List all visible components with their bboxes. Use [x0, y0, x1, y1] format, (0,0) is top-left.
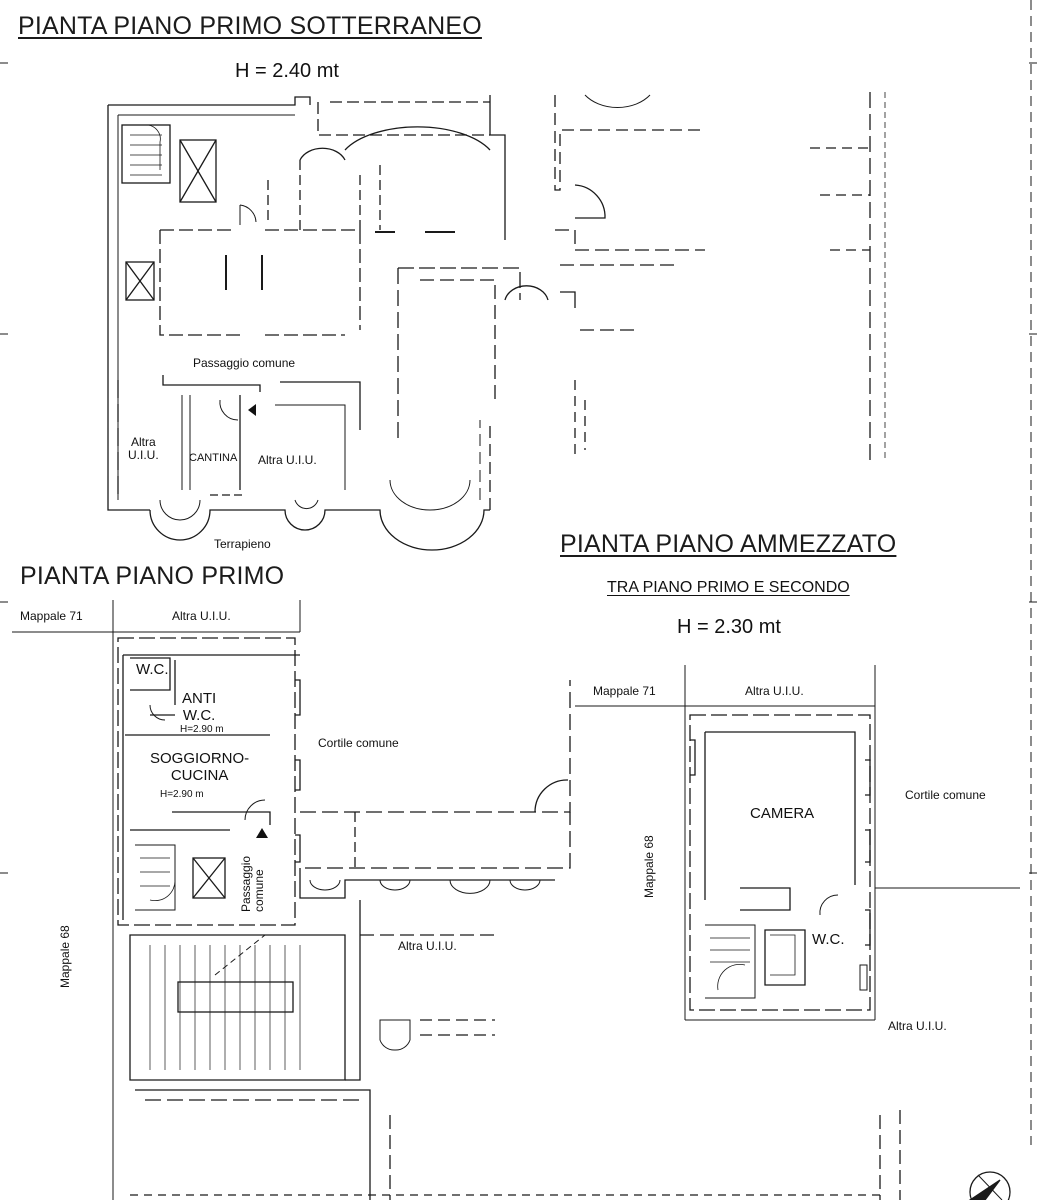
north-arrow-icon [968, 1171, 1011, 1200]
label-anti-line2: W.C. [182, 707, 216, 724]
mezzanine-plan-title: PIANTA PIANO AMMEZZATO [560, 530, 897, 558]
label-altra-uiu-bottom-mezz: Altra U.I.U. [888, 1019, 947, 1033]
basement-plan-title: PIANTA PIANO PRIMO SOTTERRANEO [18, 12, 482, 40]
label-anti-wc: ANTI W.C. [182, 690, 216, 724]
entrance-arrow-icon [248, 404, 256, 416]
label-soggiorno-cucina: SOGGIORNO- CUCINA [150, 750, 249, 784]
label-cortile-comune-first: Cortile comune [318, 736, 399, 750]
label-wc-first: W.C. [136, 661, 169, 678]
sheet-edge-ticks [0, 0, 1037, 1145]
mezzanine-plan [575, 665, 1020, 1021]
label-wc-mezz: W.C. [812, 931, 845, 948]
label-altra-line1: Altra [130, 435, 156, 449]
label-mappale-71-mezz: Mappale 71 [593, 684, 656, 698]
label-soggiorno-line2: CUCINA [170, 767, 229, 784]
label-anti-line1: ANTI [182, 690, 217, 707]
label-cantina: CANTINA [189, 452, 238, 464]
mezzanine-height-label: H = 2.30 mt [677, 616, 781, 638]
label-camera: CAMERA [750, 805, 815, 822]
label-mappale-68-mezz: Mappale 68 [642, 835, 656, 898]
label-passaggio-line2: comune [252, 869, 266, 912]
first-floor-plan-title: PIANTA PIANO PRIMO [20, 562, 285, 590]
label-cortile-comune-mezz: Cortile comune [905, 788, 986, 802]
first-floor-plan [12, 600, 901, 1200]
label-altra-uiu-top-first: Altra U.I.U. [172, 609, 231, 623]
entrance-arrow-icon [256, 828, 268, 838]
label-altra-line2: U.I.U. [128, 448, 159, 462]
label-mappale-68-first: Mappale 68 [58, 925, 72, 988]
label-passaggio-comune-first: Passaggio comune [239, 855, 266, 912]
label-passaggio-line1: Passaggio [239, 855, 253, 912]
basement-plan [107, 92, 886, 551]
label-altra-uiu-left: Altra U.I.U. [128, 436, 159, 462]
label-altra-uiu-top-mezz: Altra U.I.U. [745, 684, 804, 698]
label-soggiorno-height: H=2.90 m [160, 789, 204, 800]
label-soggiorno-line1: SOGGIORNO- [150, 750, 250, 767]
label-terrapieno: Terrapieno [214, 537, 271, 551]
label-altra-uiu-basement: Altra U.I.U. [258, 453, 317, 467]
basement-height-label: H = 2.40 mt [235, 60, 339, 82]
mezzanine-plan-subtitle: TRA PIANO PRIMO E SECONDO [607, 579, 850, 596]
label-altra-uiu-right-first: Altra U.I.U. [398, 939, 457, 953]
label-anti-height: H=2.90 m [180, 724, 224, 735]
label-mappale-71-first: Mappale 71 [20, 609, 83, 623]
label-passaggio-comune: Passaggio comune [193, 356, 296, 370]
